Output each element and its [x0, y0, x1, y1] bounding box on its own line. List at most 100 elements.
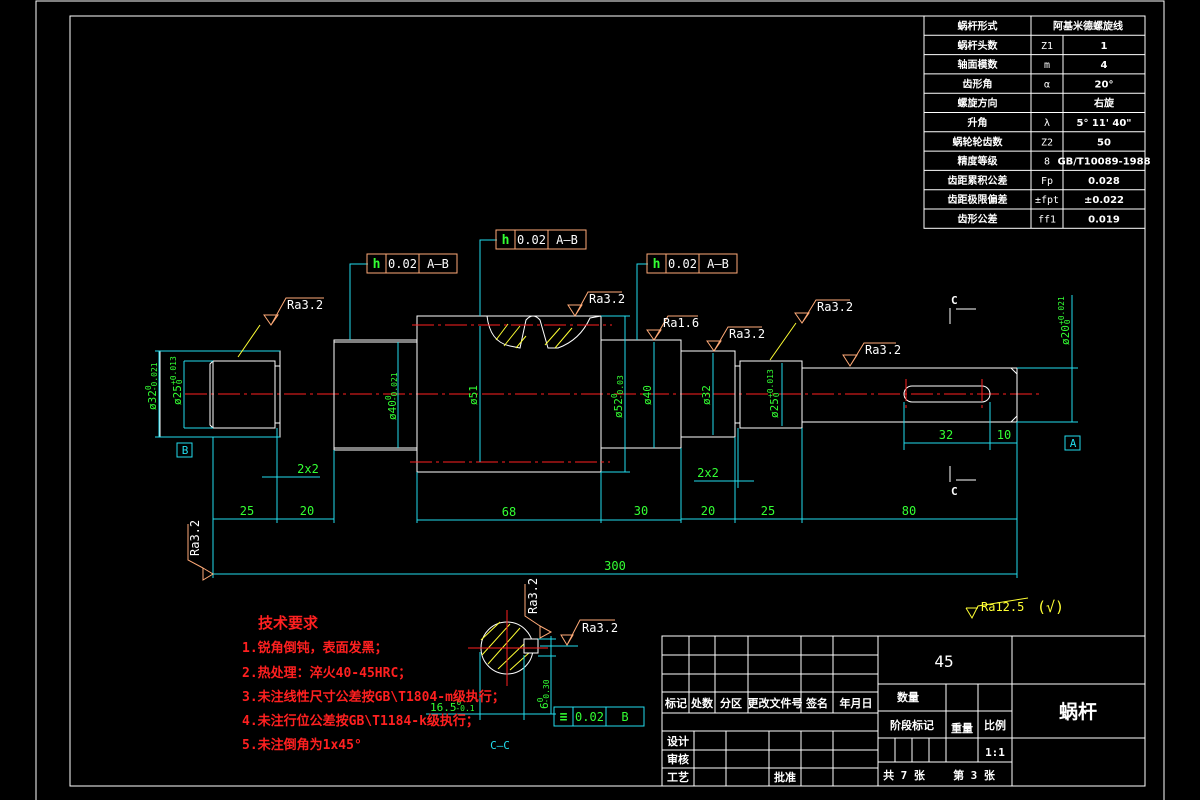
title-block-lines [661, 635, 1146, 787]
tolerance-symbol: h [373, 257, 381, 272]
keyway-offset: 10 [997, 428, 1011, 442]
tech-req-5: 5.未注倒角为1x45° [242, 737, 362, 753]
tech-req-2: 2.热处理：淬火40-45HRC； [242, 665, 411, 681]
section-label: C–C [490, 739, 510, 752]
param-value: 0.028 [1088, 176, 1120, 187]
dim-d25-right: ø25+0.0130 [766, 369, 781, 418]
tolerance-datum: A–B [427, 257, 449, 271]
section-roughness-2: Ra3.2 [582, 621, 618, 635]
param-label: 蜗杆头数 [958, 39, 999, 52]
general-roughness-symbol [965, 597, 1029, 620]
param-value: 5° 11' 40" [1076, 118, 1131, 129]
param-value: 右旋 [1093, 97, 1115, 110]
tolerance-symbol: h [653, 257, 661, 272]
shaft-outline [159, 315, 1018, 473]
tolerance-frame: h 0.02 A–B [495, 229, 587, 250]
section-width-dim: 16.50-0.1 [430, 698, 475, 714]
rev-header-date: 年月日 [840, 696, 873, 710]
param-value: 阿基米德螺旋线 [1053, 20, 1123, 33]
roughness-5: Ra3.2 [817, 300, 853, 314]
dim-d32: ø320-0.021 [144, 362, 159, 410]
tolerance-value: 0.02 [575, 710, 604, 724]
param-symbol: Fp [1041, 176, 1053, 187]
general-roughness-mark: (√) [1037, 598, 1064, 616]
role-review: 审核 [667, 752, 689, 766]
param-symbol: ff1 [1038, 215, 1056, 226]
tolerance-datum: A–B [556, 233, 578, 247]
param-label: 齿距极限偏差 [948, 193, 1008, 206]
param-label: 齿距累积公差 [948, 174, 1008, 187]
length-30: 30 [634, 504, 648, 518]
sheet-total: 共 7 张 [883, 768, 926, 782]
param-value: 20° [1095, 79, 1114, 90]
dim-d40-right: ø40 [641, 385, 654, 405]
param-value: 1 [1101, 41, 1108, 52]
length-300: 300 [604, 559, 626, 573]
roughness-leaders [237, 322, 797, 361]
datum-b: B [182, 444, 189, 457]
scale-value: 1:1 [985, 746, 1005, 759]
tech-req-4: 4.未注行位公差按GB\T1184-k级执行； [242, 713, 479, 729]
section-mark-top: C [951, 294, 958, 307]
dim-d52: ø520-0.03 [610, 375, 625, 418]
dimension-lines [155, 239, 1081, 578]
param-label: 轴面模数 [958, 58, 999, 71]
roughness-4: Ra3.2 [729, 327, 765, 341]
outer-frame [35, 0, 1165, 800]
tolerance-frame: ≡ 0.02 B [553, 706, 645, 727]
section-view [426, 584, 615, 720]
ratio-label: 比例 [984, 718, 1006, 732]
dim-d40-left: ø400-0.021 [384, 372, 399, 420]
param-symbol: α [1044, 79, 1050, 90]
tolerance-value: 0.02 [668, 257, 697, 271]
length-80: 80 [902, 504, 916, 518]
tech-req-title: 技术要求 [258, 614, 319, 632]
param-value: 0.019 [1088, 215, 1120, 226]
param-symbol: ±fpt [1035, 195, 1059, 206]
tolerance-symbol: ≡ [560, 710, 568, 725]
datum-a: A [1070, 437, 1077, 450]
tolerance-symbol: h [502, 233, 510, 248]
role-process: 工艺 [667, 770, 689, 784]
roughness-1: Ra3.2 [287, 298, 323, 312]
dim-d32-right: ø32 [700, 385, 713, 405]
tolerance-value: 0.02 [517, 233, 546, 247]
dim-d20: ø20+0.0210 [1057, 296, 1072, 345]
length-20-right: 20 [701, 504, 715, 518]
roughness-6: Ra3.2 [865, 343, 901, 357]
param-label: 齿形角 [963, 77, 993, 90]
weight-label: 重量 [951, 721, 973, 735]
section-marks [949, 308, 976, 482]
param-symbol: λ [1044, 118, 1050, 129]
section-mark-bottom: C [951, 485, 958, 498]
length-25-left: 25 [240, 504, 254, 518]
rev-header-docno: 更改文件号 [748, 696, 803, 710]
param-symbol: m [1044, 60, 1050, 71]
roughness-symbols [187, 291, 896, 581]
worm-pitch-lines [410, 324, 983, 463]
inner-frame [69, 15, 1146, 787]
rev-header-sign: 签名 [805, 696, 828, 710]
param-label: 升角 [968, 116, 988, 129]
tolerance-frame: h 0.02 A–B [646, 253, 738, 274]
chamfer-right: 2x2 [697, 466, 719, 480]
tech-req-3: 3.未注线性尺寸公差按GB\T1804-m级执行； [242, 689, 505, 705]
approve-label: 批准 [774, 770, 796, 784]
tolerance-datum: A–B [707, 257, 729, 271]
param-symbol: Z1 [1041, 41, 1053, 52]
tolerance-datum: B [621, 710, 628, 724]
stage-label: 阶段标记 [890, 718, 934, 732]
param-value: GB/T10089-1988 [1057, 157, 1150, 168]
length-25-right: 25 [761, 504, 775, 518]
param-table-frame [923, 15, 1146, 229]
roughness-7: Ra3.2 [188, 520, 202, 556]
param-label: 螺旋方向 [958, 97, 998, 110]
rev-header-mark: 标记 [664, 696, 687, 710]
general-roughness: Ra12.5 [981, 600, 1024, 614]
param-value: ±0.022 [1084, 195, 1124, 206]
qty-label: 数量 [897, 690, 919, 704]
material: 45 [934, 652, 953, 671]
